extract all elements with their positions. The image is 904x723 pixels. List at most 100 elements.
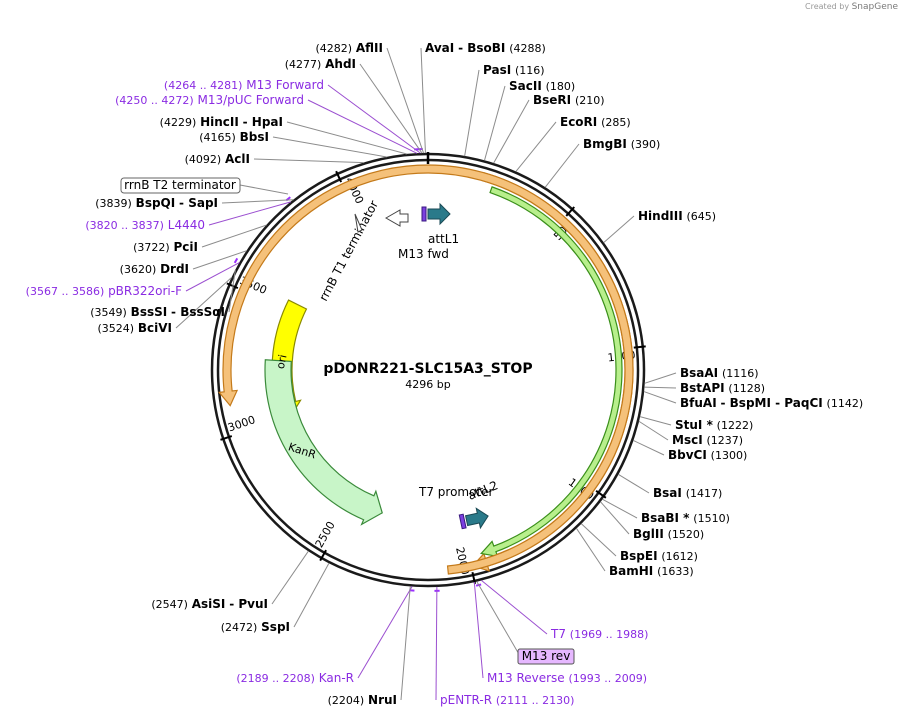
feature-label: T7 promoter <box>418 485 494 499</box>
orf-inner-arrow <box>480 186 623 558</box>
leader-line <box>272 136 387 158</box>
site-name: AhdI <box>325 57 356 71</box>
site-name: SacII <box>509 79 542 93</box>
site-name: HindIII <box>638 209 683 223</box>
site-position: (2111 .. 2130) <box>496 694 575 707</box>
site-extra: - SapI <box>179 196 218 210</box>
site-name: BamHI <box>609 564 653 578</box>
site-label: (3820 .. 3837) L4440 <box>85 218 205 232</box>
tick-mark <box>335 170 343 183</box>
tick-label: 2500 <box>313 519 338 550</box>
site-name: DrdI <box>160 262 189 276</box>
site-position: (3820 .. 3837) <box>85 219 164 232</box>
leader-line <box>271 550 309 605</box>
site-label: T7 (1969 .. 1988) <box>550 627 648 641</box>
tick-mark <box>471 571 477 585</box>
site-label: (4229) HincII - HpaI <box>160 115 283 129</box>
site-name: BsaI <box>653 486 682 500</box>
site-label: (2189 .. 2208) Kan-R <box>236 671 354 685</box>
site-position: (1417) <box>686 487 723 500</box>
site-position: (4282) <box>315 42 352 55</box>
site-name: PciI <box>174 240 199 254</box>
leader-line <box>481 579 548 635</box>
site-label: PasI (116) <box>483 63 545 77</box>
site-label: (2204) NruI <box>328 693 397 707</box>
site-label: BsaAI (1116) <box>680 366 759 380</box>
site-position: (2189 .. 2208) <box>236 672 315 685</box>
leader-line <box>357 586 413 679</box>
watermark-brand: SnapGene <box>851 2 898 12</box>
site-position: (1116) <box>722 367 759 380</box>
site-position: (1969 .. 1988) <box>570 628 649 641</box>
site-label: MscI (1237) <box>672 433 743 447</box>
site-position: (4264 .. 4281) <box>164 79 243 92</box>
site-position: (1237) <box>707 434 744 447</box>
site-label: BstAPI (1128) <box>680 381 765 395</box>
site-label: EcoRI (285) <box>560 115 631 129</box>
site-name: BbvCI <box>668 448 707 462</box>
site-name: pBR322ori-F <box>108 284 182 298</box>
rrnb-t2-box <box>120 177 241 194</box>
site-name: BseRI <box>533 93 571 107</box>
site-label: (3620) DrdI <box>120 262 189 276</box>
att-primer-tick <box>421 206 427 222</box>
site-name: StuI * <box>675 418 714 432</box>
site-name: NruI <box>368 693 397 707</box>
site-name: BmgBI <box>583 137 627 151</box>
site-label: (4250 .. 4272) M13/pUC Forward <box>115 93 304 107</box>
site-extra: - BspMI - PaqCI <box>721 396 823 410</box>
watermark-prefix: Created by <box>805 2 850 11</box>
tick-label: 3000 <box>226 413 257 434</box>
site-label: (4282) AflII <box>315 41 383 55</box>
site-position: (1300) <box>711 449 748 462</box>
leader-line <box>435 586 438 701</box>
leader-line <box>633 439 665 456</box>
feature-label: ori <box>274 353 290 370</box>
site-name: AflII <box>356 41 383 55</box>
site-name: L4440 <box>168 218 205 232</box>
site-position: (3722) <box>133 241 170 254</box>
site-name: M13 rev <box>522 649 571 663</box>
site-position: (1128) <box>728 382 765 395</box>
site-position: (645) <box>687 210 717 223</box>
site-labels: (4282) AflII(4277) AhdI(4264 .. 4281) M1… <box>26 41 863 707</box>
site-name: M13/pUC Forward <box>197 93 304 107</box>
site-name: AclI <box>225 152 250 166</box>
site-name: BsaBI * <box>641 511 690 525</box>
site-position: (2204) <box>328 694 365 707</box>
site-name: BbsI <box>240 130 269 144</box>
site-label: (4092) AclI <box>185 152 250 166</box>
site-label: (2472) SspI <box>221 620 290 634</box>
site-position: (116) <box>515 64 545 77</box>
tick-mark <box>565 206 575 217</box>
site-label: (4264 .. 4281) M13 Forward <box>164 78 324 92</box>
site-label: BglII (1520) <box>633 527 704 541</box>
site-extra: - BsoBI <box>458 41 505 55</box>
rrnb-t1-arrow <box>384 209 409 227</box>
leader-line <box>603 215 635 243</box>
site-label: BmgBI (390) <box>583 137 660 151</box>
site-label: (4165) BbsI <box>199 130 269 144</box>
rrnb-t2-arrow <box>354 213 363 233</box>
leader-line <box>493 99 530 164</box>
tick-mark <box>633 345 646 349</box>
site-position: (1633) <box>657 565 694 578</box>
site-label: (4277) AhdI <box>285 57 356 71</box>
site-label: (3722) PciI <box>133 240 198 254</box>
leader-line <box>464 69 480 157</box>
site-name: BsaAI <box>680 366 718 380</box>
leader-line <box>208 201 291 226</box>
site-label: pENTR-R (2111 .. 2130) <box>440 693 574 707</box>
leader-line <box>544 143 580 188</box>
leader-line <box>639 416 672 426</box>
site-position: (1993 .. 2009) <box>569 672 648 685</box>
site-position: (180) <box>546 80 576 93</box>
site-position: (390) <box>631 138 661 151</box>
site-position: (2547) <box>151 598 188 611</box>
leader-lines <box>175 47 677 701</box>
site-position: (210) <box>575 94 605 107</box>
leader-line <box>576 528 606 572</box>
site-name: BglII <box>633 527 664 541</box>
site-name: MscI <box>672 433 703 447</box>
